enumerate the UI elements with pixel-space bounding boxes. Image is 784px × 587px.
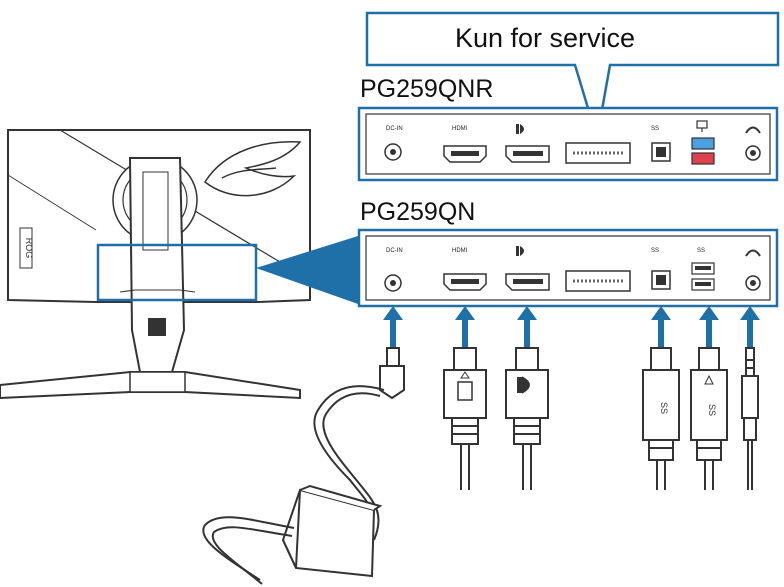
callout-text: Kun for service — [455, 23, 635, 53]
hdmi-port-label: HDMI — [452, 126, 468, 132]
arrow-dp — [517, 306, 537, 348]
headphone-icon — [745, 249, 761, 257]
svg-text:SS: SS — [659, 402, 669, 414]
usb-down-label: SS — [697, 248, 705, 254]
displayport-cable — [505, 347, 549, 490]
dc-cable-adapter — [202, 347, 405, 585]
displayport-icon — [516, 124, 524, 134]
rog-logo — [204, 141, 302, 197]
io-panel-pg259qn: DC-IN HDMI SS SS — [357, 228, 779, 308]
arrow-dc — [383, 306, 403, 348]
io-area-highlight — [96, 243, 258, 302]
usb-up-label: SS — [651, 248, 659, 254]
headphone-icon — [745, 126, 761, 134]
displayport-icon — [516, 246, 524, 256]
connection-arrows — [383, 306, 760, 348]
arrow-hdmi — [455, 306, 475, 348]
usb-a-port-red — [691, 152, 715, 165]
hdmi-cable — [443, 347, 487, 490]
usb-hub-icon — [696, 120, 708, 132]
usb-a-port-blue — [691, 137, 715, 150]
usb-a-cable: SS — [690, 347, 728, 490]
arrow-usb-b — [651, 306, 671, 348]
zoom-pointer — [256, 236, 358, 304]
model-label-pg259qn: PG259QN — [360, 198, 475, 226]
arrow-audio — [740, 306, 760, 348]
service-callout: Kun for service — [365, 11, 780, 139]
io-panel-pg259qnr: DC-IN HDMI SS — [357, 106, 779, 182]
usb-b-cable: SS — [642, 347, 680, 490]
side-logo — [19, 227, 33, 269]
dc-port-label: DC-IN — [386, 248, 403, 254]
svg-text:ROG: ROG — [24, 238, 34, 259]
monitor-rear: ROG — [0, 129, 311, 400]
usb-up-label: SS — [651, 126, 659, 132]
hdmi-port-label: HDMI — [452, 248, 468, 254]
model-label-pg259qnr: PG259QNR — [360, 75, 493, 103]
audio-cable — [741, 347, 759, 490]
svg-text:SS: SS — [707, 404, 717, 416]
dc-port-label: DC-IN — [386, 126, 403, 132]
arrow-usb-a — [699, 306, 719, 348]
